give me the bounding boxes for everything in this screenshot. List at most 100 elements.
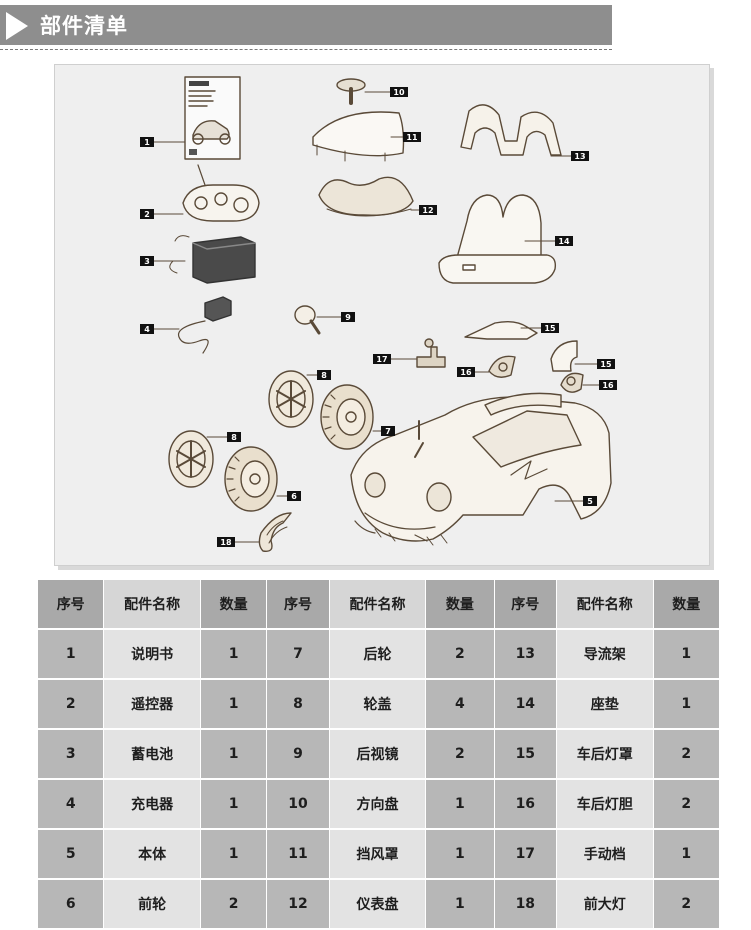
table-cell: 9: [267, 730, 330, 780]
table-row: 5 本体 1 11 挡风罩 1 17 手动档 1: [38, 830, 719, 880]
section-title: 部件清单: [40, 14, 128, 38]
label-6-text: 6: [291, 492, 297, 501]
label-4: [140, 324, 154, 334]
table-cell: 1: [653, 680, 719, 730]
rear-light-bulb-icon: [560, 372, 584, 393]
rear-light-cover-icon: [550, 340, 578, 372]
battery-icon: [169, 235, 256, 284]
label-8-text: 8: [321, 371, 327, 380]
label-18: [217, 537, 235, 547]
header-arrow-icon: [6, 12, 28, 40]
label-1: [140, 137, 154, 147]
table-cell: 车后灯胆: [556, 780, 654, 830]
label-12: [419, 205, 437, 215]
table-cell: 1: [38, 630, 105, 680]
table-cell: 手动档: [556, 830, 654, 880]
table-cell: 2: [426, 730, 495, 780]
table-cell: 1: [200, 730, 268, 780]
car-body-icon: [350, 392, 612, 546]
label-16-second-text: 16: [602, 381, 614, 390]
table-cell: 14: [494, 680, 557, 730]
table-cell: 16: [494, 780, 557, 830]
mirror-icon: [294, 305, 321, 335]
parts-table: 序号 配件名称 数量 序号 配件名称 数量 序号 配件名称 数量 1 说明书 1…: [38, 580, 719, 930]
label-7: [381, 426, 395, 436]
table-cell: 17: [494, 830, 557, 880]
table-cell: 1: [200, 780, 268, 830]
header-cell: 数量: [653, 580, 719, 630]
charger-icon: [177, 296, 232, 354]
table-row: 1 说明书 1 7 后轮 2 13 导流架 1: [38, 630, 719, 680]
table-cell: 后轮: [329, 630, 427, 680]
table-cell: 后视镜: [329, 730, 427, 780]
table-row: 3 蓄电池 1 9 后视镜 2 15 车后灯罩 2: [38, 730, 719, 780]
table-cell: 4: [426, 680, 495, 730]
header-cell: 序号: [267, 580, 330, 630]
header-bar: [0, 5, 612, 45]
label-6: [287, 491, 301, 501]
parts-figure: 1 2 3 4 5 6 7 8 8 9 10 11 12: [54, 64, 710, 566]
table-cell: 蓄电池: [104, 730, 201, 780]
table-cell: 2: [38, 680, 105, 730]
table-cell: 4: [38, 780, 105, 830]
table-cell: 1: [200, 830, 268, 880]
table-cell: 充电器: [104, 780, 201, 830]
headlight-icon: [258, 512, 292, 552]
rear-light-cover-icon: [464, 320, 538, 340]
label-8-second-text: 8: [231, 433, 237, 442]
label-3-text: 3: [144, 257, 150, 266]
label-17: [373, 354, 391, 364]
label-5-text: 5: [587, 497, 593, 506]
table-cell: 6: [38, 880, 105, 930]
table-cell: 2: [653, 780, 719, 830]
steering-wheel-icon: [336, 78, 366, 105]
table-cell: 遥控器: [104, 680, 201, 730]
table-cell: 轮盖: [329, 680, 427, 730]
label-2-text: 2: [144, 210, 150, 219]
wheel-cover-icon: [268, 370, 314, 428]
header-cell: 数量: [426, 580, 495, 630]
label-9-text: 9: [345, 313, 351, 322]
label-2: [140, 209, 154, 219]
table-cell: 方向盘: [329, 780, 427, 830]
label-12-text: 12: [422, 206, 433, 215]
table-cell: 13: [494, 630, 557, 680]
label-11-text: 11: [406, 133, 418, 142]
label-16: [457, 367, 475, 377]
table-cell: 15: [494, 730, 557, 780]
table-cell: 说明书: [104, 630, 201, 680]
table-cell: 前轮: [104, 880, 201, 930]
table-cell: 1: [200, 680, 268, 730]
header-cell: 序号: [494, 580, 557, 630]
table-row: 4 充电器 1 10 方向盘 1 16 车后灯胆 2: [38, 780, 719, 830]
remote-control-icon: [182, 164, 260, 222]
table-cell: 车后灯罩: [556, 730, 654, 780]
dashboard-icon: [318, 176, 414, 217]
rear-wheel-icon: [320, 384, 374, 450]
table-cell: 仪表盘: [329, 880, 427, 930]
label-3: [140, 256, 154, 266]
table-cell: 2: [200, 880, 268, 930]
table-row: 2 遥控器 1 8 轮盖 4 14 座垫 1: [38, 680, 719, 730]
header-dashed-rule: [0, 49, 612, 50]
label-17-text: 17: [376, 355, 387, 364]
label-10-text: 10: [393, 88, 405, 97]
table-cell: 5: [38, 830, 105, 880]
label-9: [341, 312, 355, 322]
table-cell: 本体: [104, 830, 201, 880]
table-cell: 2: [426, 630, 495, 680]
table-cell: 挡风罩: [329, 830, 427, 880]
table-cell: 导流架: [556, 630, 654, 680]
front-wheel-icon: [224, 446, 278, 512]
header-cell: 配件名称: [329, 580, 427, 630]
table-cell: 7: [267, 630, 330, 680]
wheel-cover-icon: [168, 430, 214, 488]
manual-booklet-icon: [184, 76, 241, 160]
table-cell: 座垫: [556, 680, 654, 730]
table-cell: 18: [494, 880, 557, 930]
label-16-second: [599, 380, 617, 390]
table-cell: 1: [426, 830, 495, 880]
label-13: [571, 151, 589, 161]
header-cell: 序号: [38, 580, 105, 630]
table-cell: 8: [267, 680, 330, 730]
